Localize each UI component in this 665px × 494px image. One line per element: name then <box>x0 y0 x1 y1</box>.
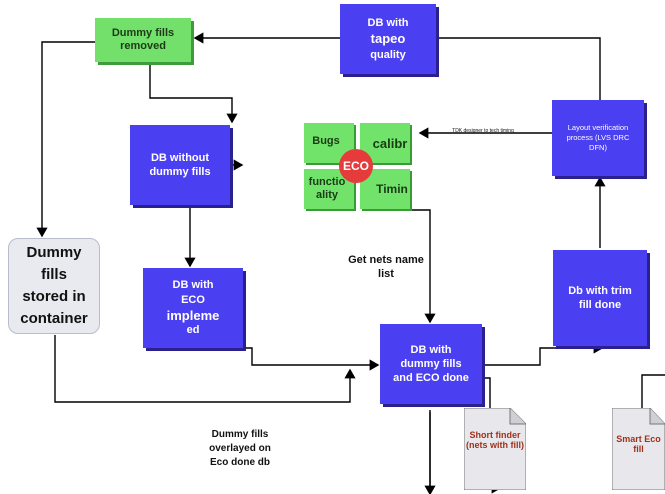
calibr-tile: calibr <box>360 123 410 163</box>
overlay-label: Dummy fills overlayed on Eco done db <box>209 429 271 468</box>
dummy-fills-stored-label: Dummy fills stored in container <box>20 244 88 327</box>
db-tapeo-line-2: tapeo <box>370 31 406 46</box>
get-nets-label: Get nets name list <box>348 254 424 280</box>
db-dummy-eco-done-node: DB with dummy fills and ECO done <box>380 324 482 404</box>
short-finder-label: Short finder (nets with fill) <box>466 430 524 450</box>
short-finder-doc: Short finder (nets with fill) <box>464 408 526 490</box>
db-eco-line-3: impleme <box>166 308 220 323</box>
eco-center-badge: ECO <box>339 149 373 183</box>
db-eco-line-1: DB with <box>172 279 214 291</box>
smart-eco-doc: Smart Eco fill <box>612 408 665 490</box>
db-trim-fill-label: Db with trim fill done <box>568 285 632 311</box>
calibr-label: calibr <box>372 135 408 151</box>
db-tapeo-line-1: DB with <box>367 17 409 29</box>
db-trim-fill-node: Db with trim fill done <box>553 250 647 346</box>
db-dummy-eco-done-label: DB with dummy fills and ECO done <box>393 344 469 384</box>
dummy-fills-removed-node: Dummy fills removed <box>95 18 191 62</box>
smart-eco-label: Smart Eco fill <box>616 434 661 454</box>
db-tapeo-quality-node: DB with tapeo quality <box>340 4 436 74</box>
dummy-fills-stored-node: Dummy fills stored in container <box>8 238 100 334</box>
functionality-label: functio ality <box>308 176 346 201</box>
db-eco-line-2: ECO <box>181 294 205 306</box>
db-without-dummy-node: DB without dummy fills <box>130 125 230 205</box>
dummy-fills-removed-label: Dummy fills removed <box>111 27 175 52</box>
layout-verification-node: Layout verification process (LVS DRC DFN… <box>552 100 644 176</box>
timin-label: Timin <box>376 182 408 196</box>
db-eco-line-4: ed <box>186 324 200 336</box>
db-without-dummy-label: DB without dummy fills <box>149 152 211 178</box>
eco-cluster: Bugs calibr functio ality Timin ECO <box>304 123 412 209</box>
layout-verification-label: Layout verification process (LVS DRC DFN… <box>566 123 630 152</box>
db-tapeo-line-3: quality <box>370 49 406 61</box>
eco-center-label: ECO <box>342 159 369 173</box>
small-note-label: TDK designer to tech timing <box>452 128 514 134</box>
bugs-label: Bugs <box>312 135 340 147</box>
db-eco-implemented-node: DB with ECO impleme ed <box>143 268 243 348</box>
